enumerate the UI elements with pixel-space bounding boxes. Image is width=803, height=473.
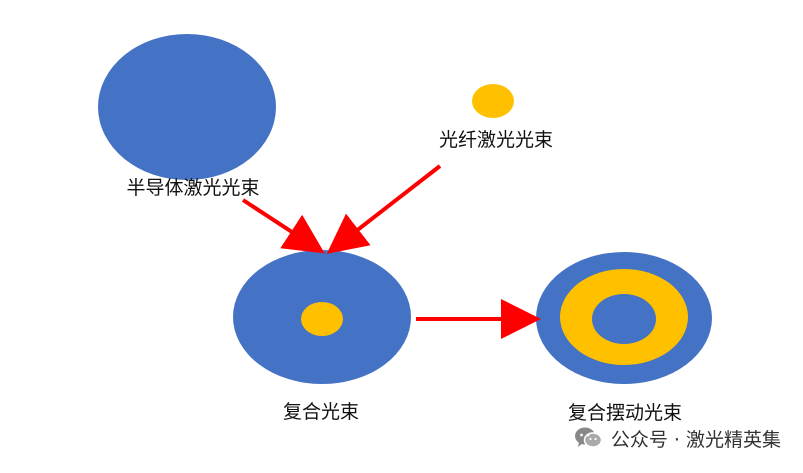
swing-beam-center <box>592 294 656 344</box>
fiber-beam-label: 光纤激光光束 <box>438 129 554 151</box>
semiconductor-beam-circle <box>98 34 276 180</box>
watermark-text: 公众号 · 激光精英集 <box>610 428 781 451</box>
semiconductor-beam-label: 半导体激光光束 <box>126 177 260 199</box>
wechat-icon <box>574 427 603 448</box>
arrow-fiber-to-composite <box>326 164 442 254</box>
composite-beam-label: 复合光束 <box>282 401 360 423</box>
composite-beam-core <box>301 302 343 336</box>
arrow-semiconductor-to-composite <box>241 198 325 254</box>
watermark: 公众号 · 激光精英集 <box>573 424 781 452</box>
fiber-beam-dot <box>472 84 514 118</box>
composite-swing-beam-label: 复合摆动光束 <box>567 402 683 424</box>
